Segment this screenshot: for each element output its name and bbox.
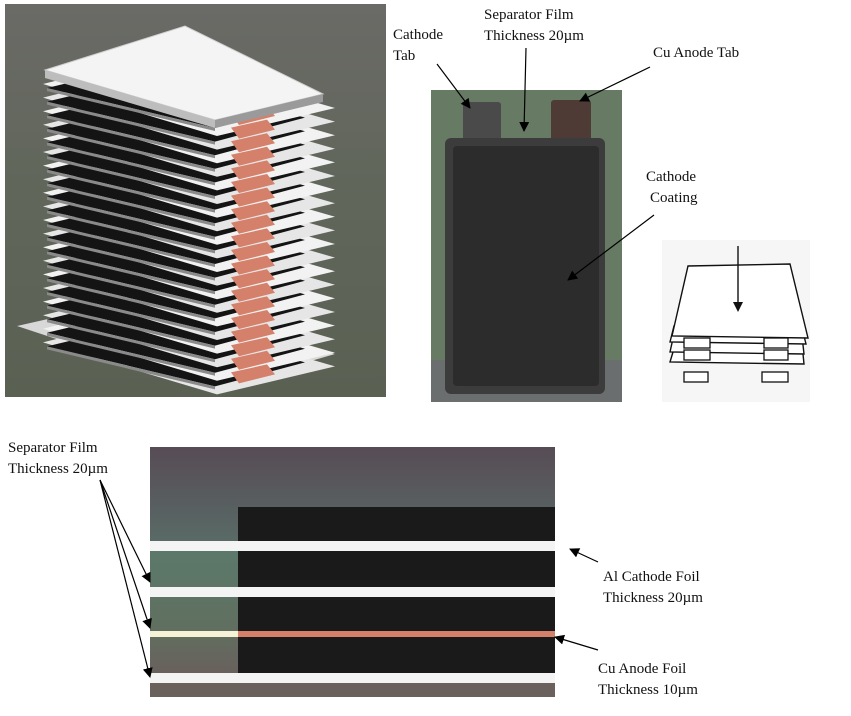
stack-sheet-edge: [47, 196, 215, 240]
sketch-tab-right-mid: [763, 349, 789, 361]
label-separator-bottom: Separator Film Thickness 20µm: [8, 440, 108, 477]
stack-sheet-edge: [47, 264, 215, 308]
arrow-al-cathode-foil: [569, 548, 599, 563]
sketch-arrow-head: [733, 302, 743, 312]
stack-copper-tab: [231, 242, 275, 261]
pouch-casing-left: [150, 541, 238, 681]
arrow-cu-anode-foil: [554, 634, 599, 651]
electrode-layer-4: [238, 637, 555, 673]
stack-sheet-edge: [47, 210, 215, 254]
stack-sheet-edge: [47, 237, 215, 281]
cathode-tab: [463, 102, 501, 142]
stack-render: [5, 4, 386, 397]
stack-sheet-edge: [47, 278, 215, 322]
stack-sheet-edge: [47, 332, 215, 376]
stack-render-svg: [5, 4, 386, 397]
pouch-cell-svg: [431, 90, 622, 402]
top-cover-plate-side: [45, 70, 215, 128]
sketch-tab-left-lower: [683, 371, 709, 383]
stack-copper-tab: [231, 296, 275, 316]
stack-sheet-edge: [47, 292, 215, 335]
stack-sheet-edge: [47, 346, 215, 390]
top-cover-plate-side-right: [215, 94, 323, 128]
stack-sheet-edge: [47, 224, 215, 267]
stack-sheet-edge: [47, 319, 215, 363]
sketch-tab-left-mid: [683, 349, 711, 361]
stack-copper-tab: [231, 255, 275, 275]
sketch-tab-right-lower: [761, 371, 789, 383]
cross-section: [150, 447, 555, 697]
arrow-separator-2: [99, 479, 152, 629]
cross-section-svg: [150, 447, 555, 697]
stack-sheet-edge: [47, 156, 215, 199]
separator-film-2: [150, 587, 555, 597]
pouch-cell-body: [453, 146, 599, 386]
stack-copper-tab: [231, 350, 275, 370]
anode-tab: [551, 100, 591, 142]
label-cu-anode-foil: Cu Anode Foil Thickness 10µm: [598, 661, 698, 698]
stack-copper-tab: [231, 282, 275, 302]
electrode-layer-3: [238, 597, 555, 631]
label-separator-top: Separator Film Thickness 20µm: [484, 7, 584, 44]
stack-copper-tab: [231, 160, 275, 180]
stack-sketch: [662, 240, 810, 402]
cu-anode-foil: [238, 631, 555, 637]
stack-copper-tab: [231, 337, 275, 357]
arrow-separator-3: [99, 479, 153, 678]
separator-film-3: [150, 673, 555, 683]
electrode-layer-1: [238, 507, 555, 541]
stack-copper-tab: [231, 323, 275, 343]
sketch-tab-left-upper: [683, 337, 711, 349]
stack-sheet-edge: [47, 305, 215, 349]
stack-copper-tab: [231, 228, 275, 248]
stack-copper-tab: [231, 269, 275, 289]
anode-foil-left: [150, 631, 238, 637]
label-cathode-tab: Cathode Tab: [393, 27, 443, 64]
sketch-sheet-top: [671, 263, 809, 339]
stack-copper-tab: [231, 174, 275, 193]
label-al-cathode-foil: Al Cathode Foil Thickness 20µm: [603, 569, 703, 606]
stack-copper-tab: [231, 364, 275, 384]
stack-copper-tab: [231, 187, 275, 207]
arrow-separator-1: [99, 479, 151, 583]
separator-film-1: [150, 541, 555, 551]
stack-sheet-edge: [47, 251, 215, 295]
label-cu-anode-tab: Cu Anode Tab: [653, 45, 740, 61]
stack-copper-tab: [231, 310, 275, 329]
stack-sketch-svg: [662, 240, 810, 402]
electrode-layer-2: [238, 551, 555, 587]
stack-copper-tab: [231, 119, 275, 139]
stack-copper-tab: [231, 214, 275, 234]
stack-sheet-edge: [47, 128, 215, 172]
pouch-casing-bottom: [150, 683, 555, 697]
pouch-cell: [431, 90, 622, 402]
stack-sheet-edge: [47, 101, 215, 145]
label-cathode-coating: Cathode Coating: [646, 169, 698, 206]
stack-sheet-edge: [47, 88, 215, 131]
stack-copper-tab: [231, 146, 275, 166]
stack-copper-tab: [231, 133, 275, 153]
sketch-tab-right-upper: [763, 337, 789, 349]
stack-sheet-edge: [47, 169, 215, 213]
stack-sheet-edge: [47, 115, 215, 159]
stack-sheet-edge: [47, 142, 215, 186]
stack-sheet-edge: [47, 183, 215, 227]
stack-copper-tab: [231, 201, 275, 221]
